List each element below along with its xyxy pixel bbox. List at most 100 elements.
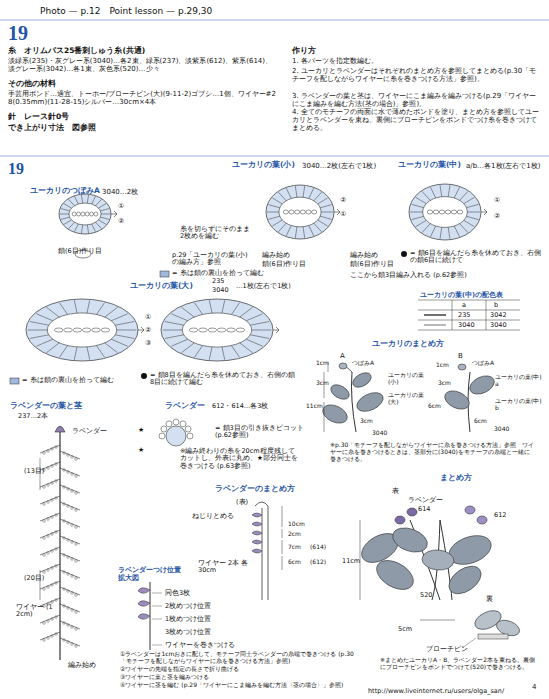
stitch-stroke <box>295 186 297 197</box>
stitch-stroke <box>466 204 478 207</box>
stitch-stroke <box>430 226 435 237</box>
stem-branch <box>40 445 60 453</box>
annotation: 3040…2枚(左右で1枚) <box>302 162 376 170</box>
stitch-stroke <box>181 307 194 317</box>
annotation: 2cm <box>288 531 301 538</box>
stitch-mark <box>75 611 78 614</box>
dimension <box>420 620 455 621</box>
stitch-mark <box>55 480 58 483</box>
annotation: ④ワイヤーに茎を編む (p.29「ワイヤーにこま編みを編む方法〈茎の場合〉」参照… <box>120 682 360 689</box>
annotation: 11cm <box>342 558 360 565</box>
stitch-stroke <box>99 220 107 225</box>
stitch-mark <box>75 560 78 563</box>
annotation: (13目) <box>24 468 44 475</box>
stitch-mark <box>51 533 54 536</box>
stem-branch <box>60 587 80 595</box>
stitch-mark <box>43 588 46 591</box>
annotation: ワイヤー (12cm) <box>16 604 56 619</box>
stitch-stroke <box>75 224 79 232</box>
stitch-mark <box>63 588 66 591</box>
stitch-mark <box>43 554 46 557</box>
leaf-shape <box>407 508 417 516</box>
stitch-stroke <box>87 195 88 203</box>
annotation: 612 <box>494 512 506 519</box>
chain-stitch <box>227 328 236 332</box>
stem-branch <box>60 519 80 527</box>
leaf-chart-outer <box>161 299 273 361</box>
stitch-mark <box>63 486 66 489</box>
stitch-stroke <box>464 197 475 203</box>
stitch-mark <box>63 537 66 540</box>
header-rule <box>0 20 549 21</box>
stem-branch <box>60 604 80 612</box>
annotation: …1枚(左右で1枚) <box>236 283 291 290</box>
annotation: 4. 全てのモチーフの両面に水で薄めたボンドを塗り、まとめ方を参照してユーカリと… <box>292 108 542 132</box>
lavender-bud <box>138 614 150 620</box>
stitch-mark <box>71 575 74 578</box>
stitch-stroke <box>278 223 286 232</box>
stitch-stroke <box>411 216 423 219</box>
leaf-shape <box>442 387 472 412</box>
stitch-mark <box>51 448 54 451</box>
stitch-mark <box>71 524 74 527</box>
stitch-stroke <box>252 330 272 331</box>
annotation: 1. 各パーツを指定数編む。 <box>292 57 542 65</box>
stitch-stroke <box>309 226 314 236</box>
stitch-mark <box>47 518 50 521</box>
leaf-chart-inner <box>423 197 468 228</box>
stitch-mark <box>43 520 46 523</box>
stitch-stroke <box>278 192 286 201</box>
stitch-stroke <box>231 303 239 315</box>
section-title: ユーカリのつぼみA <box>30 187 100 196</box>
annotation: ユーカリの葉(中) a <box>495 374 543 388</box>
lavender-bud <box>252 513 262 517</box>
stitch-mark <box>63 520 66 523</box>
chain-stitch <box>73 328 82 332</box>
annotation: p.29「ユーカリの葉(小)の編み方」参照 <box>172 252 254 267</box>
section-title: ラベンダーのまとめ方 <box>215 485 295 494</box>
stitch-stroke <box>100 209 109 211</box>
stitch-stroke <box>268 205 279 208</box>
chain-stitch <box>295 210 300 214</box>
chain-stitch <box>90 212 94 216</box>
stitch-mark <box>55 616 58 619</box>
stitch-mark <box>67 624 70 627</box>
stitch-mark <box>43 622 46 625</box>
section-title: ユーカリのまとめ方 <box>372 340 444 349</box>
picot <box>166 421 172 427</box>
stitch-mark <box>47 450 50 453</box>
annotation: 3040 <box>212 287 229 294</box>
stitch-mark <box>47 552 50 555</box>
chain-stitch <box>82 328 91 332</box>
stitch-stroke <box>30 322 49 326</box>
stitch-stroke <box>416 197 427 203</box>
stitch-mark <box>43 486 46 489</box>
annotation: でき上がり寸法 図参照 <box>8 124 96 133</box>
stitch-stroke <box>410 212 423 213</box>
stitch-stroke <box>318 220 328 226</box>
annotation: 3cm <box>360 418 373 425</box>
annotation: ブローチピン <box>426 646 468 653</box>
chain-stitch <box>451 210 457 214</box>
leaf-chart-inner <box>47 313 116 347</box>
annotation: (614) <box>310 544 326 551</box>
chain-stitch <box>457 210 463 214</box>
annotation: ★ <box>138 446 144 454</box>
annotation: 1枚めつけ位置 <box>165 616 211 623</box>
annotation: (20目) <box>24 575 44 582</box>
section-rule <box>0 156 549 157</box>
stitch-mark <box>51 482 54 485</box>
leader-line <box>152 619 162 620</box>
stem-branch <box>60 553 80 561</box>
annotation: つぼみA <box>472 360 494 367</box>
annotation: 手芸用ボンド…適宜、トーホー/ブローチピン(大)(9-11-2)ゴブシ…1個、ワ… <box>8 90 276 106</box>
leaf-chart-inner <box>279 197 321 227</box>
stitch-stroke <box>250 335 269 339</box>
stitch-mark <box>71 473 74 476</box>
stitch-mark <box>51 550 54 553</box>
stitch-stroke <box>99 204 107 209</box>
leaf-chart-outer <box>266 185 334 239</box>
annotation: 鎖(6目)作り目 <box>350 261 394 268</box>
stitch-mark <box>63 571 66 574</box>
chain-stitch <box>64 328 73 332</box>
